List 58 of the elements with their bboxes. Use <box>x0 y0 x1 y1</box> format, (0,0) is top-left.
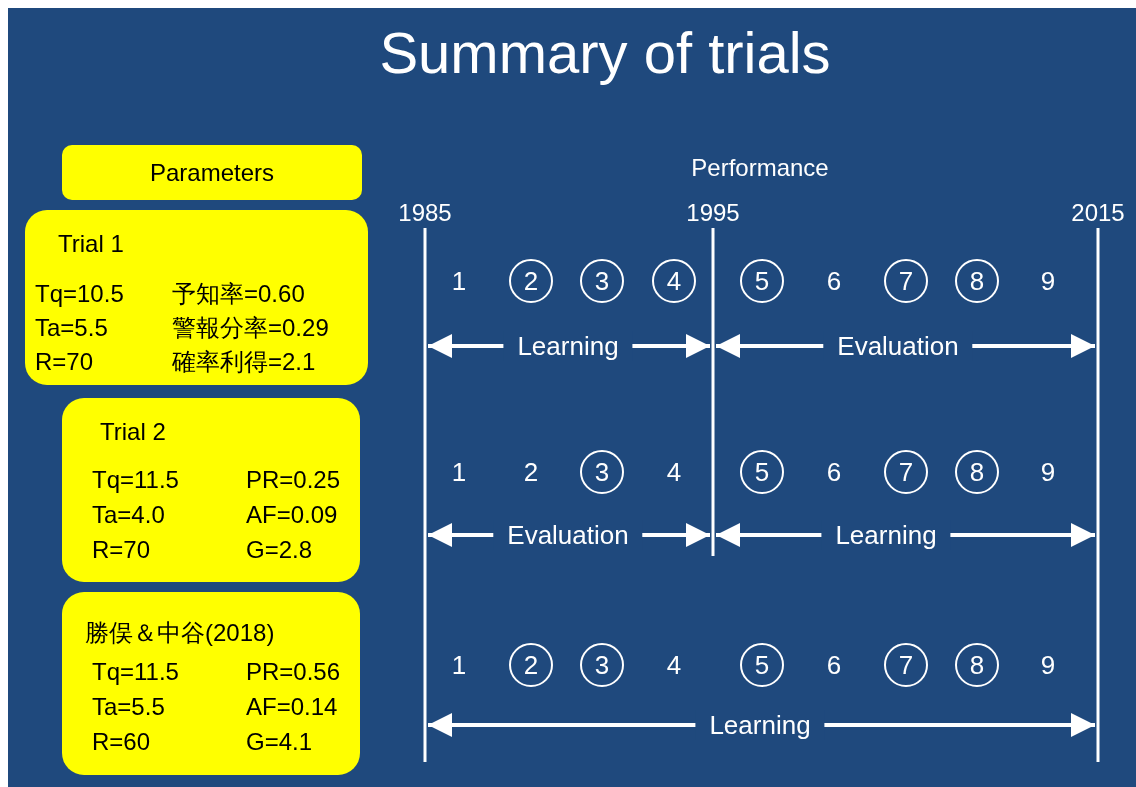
circled-number: 2 <box>509 643 553 687</box>
parameter-text: AF=0.09 <box>246 503 338 527</box>
parameter-text: Tq=11.5 <box>92 468 179 492</box>
circled-number: 4 <box>652 259 696 303</box>
trial-number: 1 <box>451 459 467 485</box>
trial-number: 9 <box>1040 459 1056 485</box>
circled-number: 3 <box>580 643 624 687</box>
parameter-text: G=2.8 <box>246 538 313 562</box>
circled-number: 5 <box>740 450 784 494</box>
circled-number: 3 <box>580 259 624 303</box>
trial-heading: Trial 2 <box>100 420 166 444</box>
parameter-text: PR=0.56 <box>246 660 341 684</box>
circled-number: 7 <box>884 259 928 303</box>
parameter-text: AF=0.14 <box>246 695 338 719</box>
trial-number: 9 <box>1040 268 1056 294</box>
circled-number: 7 <box>884 450 928 494</box>
parameter-text: Ta=5.5 <box>92 695 165 719</box>
trial-number: 2 <box>523 459 539 485</box>
circled-number: 8 <box>955 643 999 687</box>
circled-number: 7 <box>884 643 928 687</box>
trial-number: 4 <box>666 652 682 678</box>
parameter-text: Ta=4.0 <box>92 503 165 527</box>
year-label: 1985 <box>398 201 452 225</box>
trial-number: 6 <box>826 652 842 678</box>
trial-number: 6 <box>826 268 842 294</box>
circled-number: 5 <box>740 259 784 303</box>
circled-number: 3 <box>580 450 624 494</box>
trial-number: 4 <box>666 459 682 485</box>
trial-number: 1 <box>451 268 467 294</box>
header-text: Parameters <box>150 160 274 185</box>
trial-number: 1 <box>451 652 467 678</box>
header-box <box>62 145 362 200</box>
parameter-box <box>62 592 360 775</box>
trial-heading: 勝俣＆中谷(2018) <box>85 621 275 645</box>
title: Summary of trials <box>379 18 831 86</box>
trial-heading: Trial 1 <box>58 232 124 256</box>
parameter-text: R=70 <box>35 350 94 374</box>
circled-number: 8 <box>955 450 999 494</box>
parameter-box <box>62 398 360 582</box>
parameter-text: PR=0.25 <box>246 468 341 492</box>
circled-number: 5 <box>740 643 784 687</box>
axis-heading: Performance <box>691 156 829 180</box>
year-label: 2015 <box>1071 201 1125 225</box>
trial-number: 9 <box>1040 652 1056 678</box>
parameter-text: 予知率=0.60 <box>172 282 305 306</box>
parameter-text: G=4.1 <box>246 730 313 754</box>
circled-number: 2 <box>509 259 553 303</box>
parameter-text: 確率利得=2.1 <box>172 350 316 374</box>
circled-number: 8 <box>955 259 999 303</box>
year-label: 1995 <box>686 201 740 225</box>
parameter-text: Tq=11.5 <box>92 660 179 684</box>
parameter-text: Tq=10.5 <box>35 282 124 306</box>
parameter-text: R=60 <box>92 730 151 754</box>
parameter-text: R=70 <box>92 538 151 562</box>
parameter-text: 警報分率=0.29 <box>172 316 329 340</box>
parameter-text: Ta=5.5 <box>35 316 108 340</box>
trial-number: 6 <box>826 459 842 485</box>
parameter-box <box>25 210 368 385</box>
